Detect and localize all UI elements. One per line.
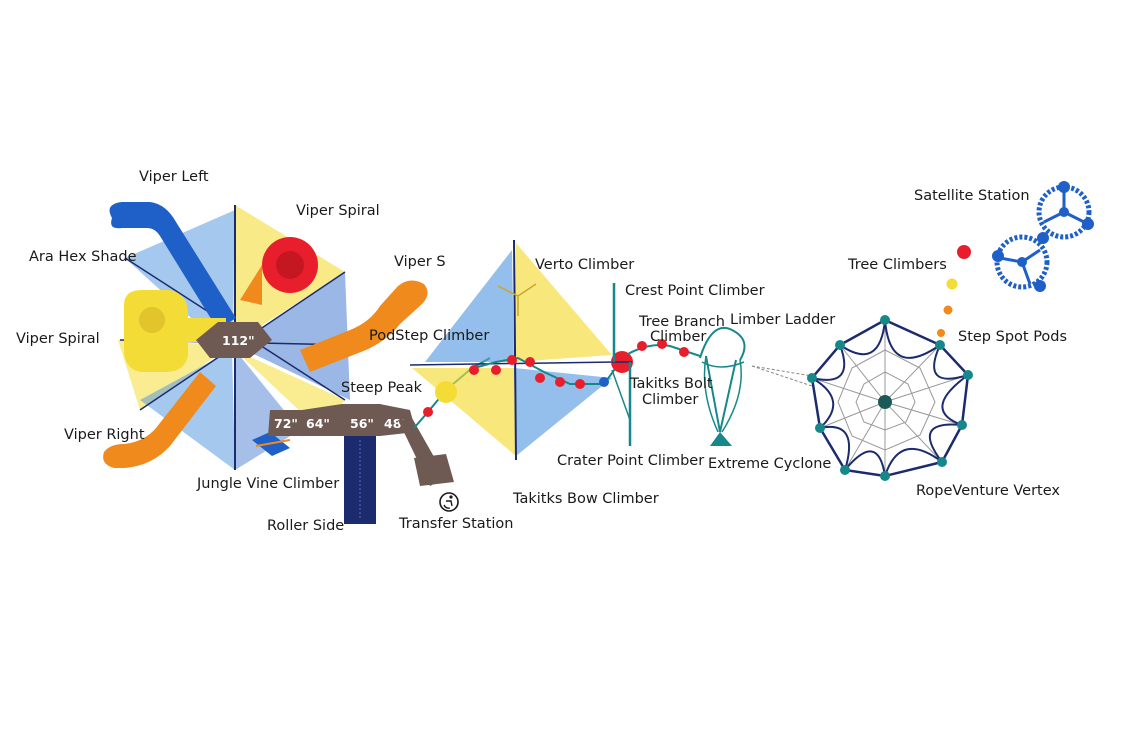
label-tree-branch-climber-1: Tree Branch [638,314,725,330]
accessibility-icon [439,492,459,512]
viper-left-slide [109,202,236,330]
labels: Viper Left Viper Spiral Ara Hex Shade Vi… [16,169,1067,534]
label-takitks-bolt-climber-2: Climber [642,392,698,408]
deck-72 [268,410,302,436]
label-jungle-vine-climber: Jungle Vine Climber [196,476,339,492]
viper-right-slide [103,372,216,468]
label-tree-branch-climber-2: Climber [650,329,706,345]
deck-height-64: 64" [306,416,330,431]
label-viper-right: Viper Right [64,427,145,443]
deck-height-56: 56" [350,416,374,431]
label-viper-spiral-top: Viper Spiral [296,203,380,219]
label-podstep-climber: PodStep Climber [369,328,489,344]
label-satellite-station: Satellite Station [914,188,1030,204]
deck-height-72: 72" [274,416,298,431]
transfer-platform [414,454,454,486]
satellite-station [992,181,1094,292]
deck-height-main: 112" [222,333,255,348]
label-takitks-bolt-climber-1: Takitks Bolt [629,376,713,392]
shade-sail [235,350,300,470]
label-extreme-cyclone: Extreme Cyclone [708,456,831,472]
support-post [513,239,517,461]
label-crest-point-climber: Crest Point Climber [625,283,765,299]
shade-sail [235,272,350,400]
ropeventure-vertex [807,315,973,481]
label-tree-climbers: Tree Climbers [847,257,947,273]
shade-sail [412,368,516,456]
label-viper-s: Viper S [394,254,446,270]
deck-64 [302,404,342,436]
label-transfer-station: Transfer Station [398,516,513,532]
label-ara-hex-shade: Ara Hex Shade [29,249,137,265]
middle-structure-group [409,239,633,461]
label-steep-peak: Steep Peak [341,380,423,396]
tree-climbers-pods [937,245,971,337]
label-ropeventure-vertex: RopeVenture Vertex [916,483,1060,499]
label-viper-spiral-left: Viper Spiral [16,331,100,347]
label-limber-ladder: Limber Ladder [730,312,835,328]
verto-climber-sail [514,243,612,362]
label-roller-side: Roller Side [267,518,344,534]
label-verto-climber: Verto Climber [535,257,634,273]
label-crater-point-climber: Crater Point Climber [557,453,704,469]
extreme-cyclone [699,327,813,446]
deck-56 [342,404,380,436]
label-takitks-bow-climber: Takitks Bow Climber [512,491,659,507]
tree-branch-climber [627,339,701,357]
label-step-spot-pods: Step Spot Pods [958,329,1067,345]
viper-s-slide [300,280,428,372]
shade-sail [514,368,612,456]
main-deck [196,322,272,358]
shade-sail [425,250,514,362]
tower-left-group: 112" 72" 64" 56" 48" [103,202,459,524]
label-viper-left: Viper Left [139,169,209,185]
